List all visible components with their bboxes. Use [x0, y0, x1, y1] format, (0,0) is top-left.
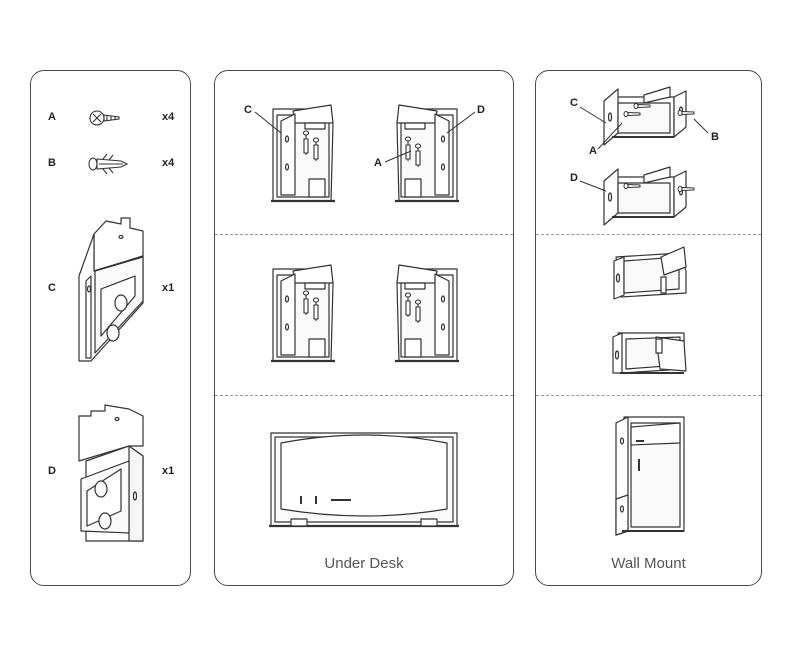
part-d-letter: D [48, 465, 56, 477]
callout-d: D [477, 104, 485, 116]
screw-icon [89, 110, 120, 126]
step-divider [215, 234, 513, 235]
callout-b: B [711, 131, 719, 143]
bracket-c-illustration [613, 246, 687, 300]
callout-a-leader [384, 150, 412, 163]
part-a-quantity: x4 [162, 111, 175, 123]
step-divider [536, 395, 761, 396]
parts-list-panel: A x4 B x4 C x1 D x1 [30, 70, 191, 586]
part-c-letter: C [48, 282, 56, 294]
parts-illustrations [78, 110, 144, 542]
callout-d-leader [446, 111, 476, 134]
bracket-d-illustration [393, 103, 461, 203]
wall-mount-panel: C A B D [535, 70, 762, 586]
part-d-quantity: x1 [162, 465, 175, 477]
callout-a: A [374, 157, 382, 169]
bracket-d-illustration [603, 166, 695, 226]
bracket-c-icon [78, 217, 144, 362]
bracket-d-icon [78, 404, 144, 542]
under-desk-panel: C D A [214, 70, 514, 586]
device-under-desk-illustration [269, 432, 459, 528]
wall-mount-illustrations [579, 86, 709, 536]
wall-anchor-icon [88, 153, 129, 175]
step-divider [215, 395, 513, 396]
bracket-c-illustration [603, 86, 695, 146]
callout-c-leader [254, 111, 282, 134]
bracket-d-illustration [612, 332, 687, 374]
bracket-c-illustration [269, 263, 337, 363]
under-desk-caption: Under Desk [324, 555, 404, 572]
part-c-quantity: x1 [162, 282, 175, 294]
device-wall-mount-illustration [615, 416, 685, 536]
bracket-d-illustration [393, 263, 461, 363]
callout-d: D [570, 172, 578, 184]
callout-d-leader [579, 180, 607, 192]
callout-a-leader [597, 122, 623, 150]
callout-c: C [570, 97, 578, 109]
part-a-letter: A [48, 111, 56, 123]
callout-c: C [244, 104, 252, 116]
callout-c-leader [579, 106, 607, 124]
under-desk-illustrations [254, 103, 476, 528]
step-divider [536, 234, 761, 235]
part-b-quantity: x4 [162, 157, 175, 169]
part-b-letter: B [48, 157, 56, 169]
callout-a: A [589, 145, 597, 157]
bracket-c-illustration [269, 103, 337, 203]
wall-mount-caption: Wall Mount [611, 555, 686, 572]
callout-b-leader [693, 118, 709, 134]
